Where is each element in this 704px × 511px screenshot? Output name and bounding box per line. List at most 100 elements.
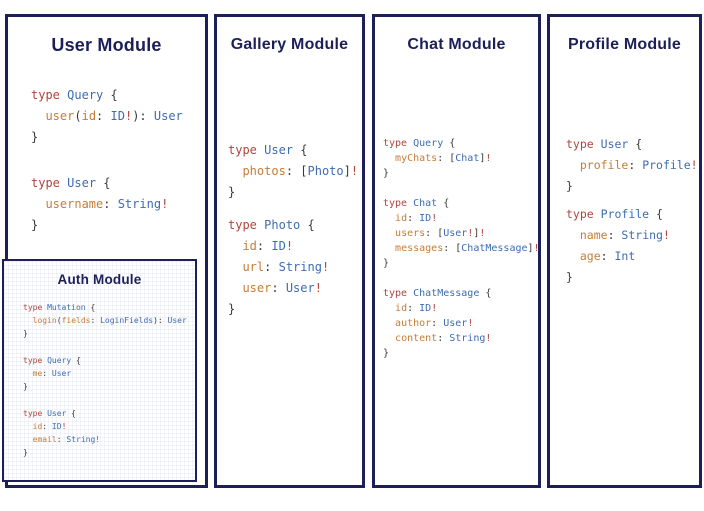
code-block: type Mutation { login(fields: LoginField… — [23, 301, 195, 340]
code-token: ! — [485, 153, 492, 164]
code-token: ( — [56, 316, 62, 325]
code-token: Chat — [413, 198, 438, 209]
code-token: ID — [419, 303, 432, 314]
code-token: user — [242, 281, 272, 295]
code-token: Mutation — [47, 303, 86, 312]
code-token: myChats — [395, 153, 438, 164]
code-token: ] — [527, 243, 534, 254]
code-token: ! — [662, 228, 670, 242]
code-token: ] — [473, 228, 480, 239]
code-token: fields — [61, 316, 91, 325]
code-token: User — [67, 176, 97, 190]
code-token: type — [566, 207, 594, 221]
code-token: ! — [285, 239, 294, 253]
code-token — [566, 249, 580, 263]
code-token: User — [264, 143, 294, 157]
code-token: ! — [467, 228, 474, 239]
module-code-profile: type User { profile: Profile! }type Prof… — [550, 134, 699, 288]
code-token: ! — [533, 243, 540, 254]
code-token: ChatMessage — [461, 243, 528, 254]
code-token — [566, 158, 580, 172]
code-token: type — [383, 138, 408, 149]
code-token: Chat — [455, 153, 480, 164]
code-token — [228, 164, 242, 178]
module-title-profile: Profile Module — [567, 36, 682, 53]
code-token: { — [443, 138, 456, 149]
code-token: ! — [314, 281, 322, 295]
code-token: } — [228, 185, 236, 199]
code-token: ChatMessage — [413, 288, 480, 299]
code-token: : [ — [425, 228, 444, 239]
module-panel-gallery: Gallery Module type User { photos: [Phot… — [214, 14, 365, 488]
code-block: type User { photos: [Photo]! } — [228, 140, 362, 203]
code-token: : [ — [285, 164, 308, 178]
code-token: photos — [242, 164, 286, 178]
code-token: content — [395, 333, 438, 344]
code-block: type ChatMessage { id: ID! author: User!… — [383, 286, 538, 361]
code-token: ! — [467, 318, 474, 329]
code-token: : [ — [443, 243, 462, 254]
code-token: type — [383, 288, 408, 299]
code-token — [566, 228, 580, 242]
code-block: type Chat { id: ID! users: [User!]! mess… — [383, 196, 540, 271]
code-token: } — [383, 258, 390, 269]
code-token: { — [628, 137, 643, 151]
code-token: Photo — [264, 218, 301, 232]
code-token — [594, 137, 601, 151]
module-panel-chat: Chat Module type Query { myChats: [Chat]… — [372, 14, 541, 488]
code-token: type — [23, 356, 43, 365]
code-token: User — [153, 109, 183, 123]
code-token: age — [579, 249, 601, 263]
code-token: { — [293, 143, 308, 157]
code-block: type User { id: ID! email: String! } — [23, 407, 195, 459]
module-title-chat: Chat Module — [407, 36, 506, 53]
code-token: } — [383, 348, 390, 359]
code-token: : — [96, 109, 111, 123]
code-token: ! — [161, 197, 169, 211]
code-token: : — [271, 281, 286, 295]
code-block: type User { username: String! } — [31, 173, 205, 236]
code-token — [228, 281, 242, 295]
code-token — [383, 153, 395, 164]
code-token: : — [264, 260, 279, 274]
code-token: } — [566, 179, 573, 193]
code-token: ! — [95, 435, 101, 444]
code-token: } — [31, 218, 39, 232]
code-token: login — [32, 316, 57, 325]
code-token: User — [443, 228, 468, 239]
code-token: : — [42, 369, 52, 378]
code-token: } — [383, 168, 390, 179]
code-token: User — [600, 137, 629, 151]
code-token: { — [300, 218, 315, 232]
code-token: ! — [321, 260, 330, 274]
module-title-gallery: Gallery Module — [230, 36, 349, 53]
code-token: email — [32, 435, 57, 444]
code-token: String — [66, 435, 96, 444]
code-token: name — [579, 228, 608, 242]
code-token: ID — [419, 213, 432, 224]
code-token: ! — [431, 303, 438, 314]
code-token: type — [228, 143, 257, 157]
code-token: Int — [614, 249, 636, 263]
code-token: type — [23, 409, 43, 418]
code-token — [383, 228, 395, 239]
code-token: { — [103, 88, 118, 102]
module-title-auth: Auth Module — [57, 272, 142, 287]
code-token — [23, 316, 33, 325]
code-token: User — [285, 281, 315, 295]
code-token: String — [278, 260, 322, 274]
code-token: id — [395, 303, 408, 314]
code-token: : — [90, 316, 101, 325]
code-token — [383, 213, 395, 224]
code-token: : — [42, 422, 52, 431]
code-block: type Photo { id: ID! url: String! user: … — [228, 215, 362, 320]
code-token: } — [23, 382, 28, 391]
code-token: type — [228, 218, 257, 232]
code-token: id — [81, 109, 97, 123]
code-block: type User { profile: Profile! } — [566, 134, 699, 197]
code-token: ! — [479, 228, 486, 239]
code-token: { — [96, 176, 111, 190]
code-token: type — [31, 176, 60, 190]
code-token — [383, 318, 395, 329]
